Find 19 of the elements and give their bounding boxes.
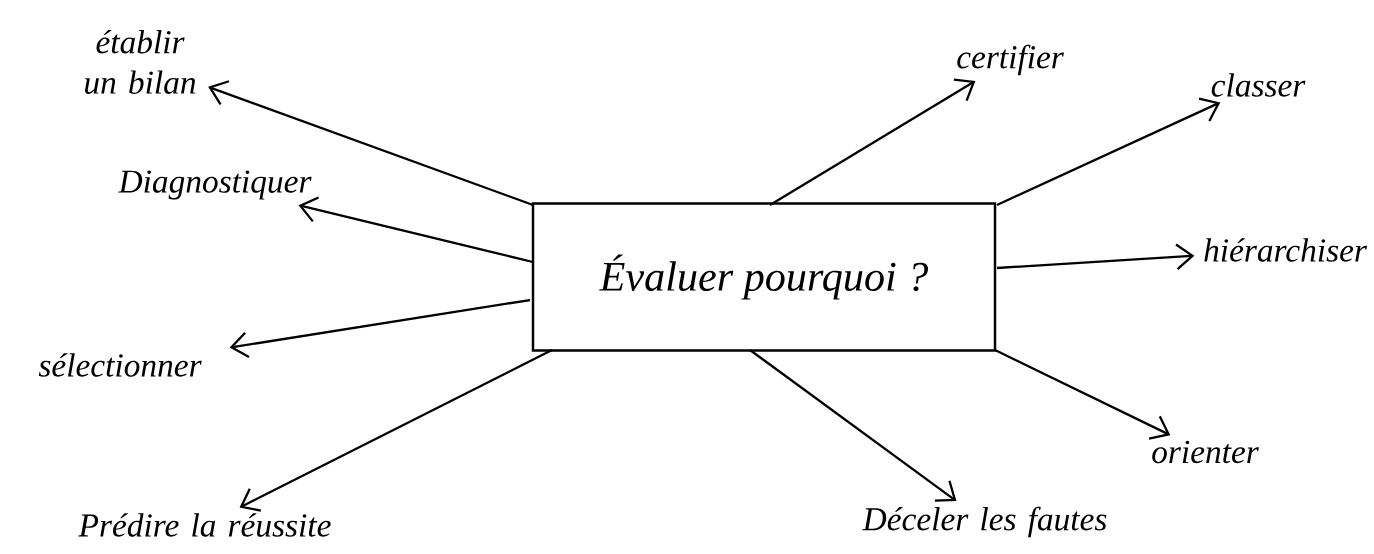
question-box: Évaluer pourquoi ?: [531, 202, 997, 352]
answer-text: Prédire la réussite: [78, 513, 331, 537]
answer-text: Diagnostiquer: [118, 170, 312, 200]
arrow: [994, 349, 1171, 440]
arrow: [229, 298, 531, 358]
arrow: [749, 349, 957, 502]
answer-text: certifier: [957, 44, 1064, 76]
answer-text: classer: [1211, 73, 1306, 97]
answer-text: sélectionner: [38, 353, 202, 377]
arrow: [239, 349, 553, 512]
arrow: [769, 78, 976, 206]
answer-text: établir un bilan: [85, 30, 196, 94]
answer-text: orienter: [1152, 440, 1259, 464]
answer-text: Déceler les fautes: [862, 506, 1107, 538]
answer-text: hiérarchiser: [1204, 238, 1368, 262]
arrow: [996, 97, 1221, 207]
arrow: [996, 243, 1195, 270]
arrow: [208, 80, 534, 207]
arrow: [298, 196, 534, 264]
